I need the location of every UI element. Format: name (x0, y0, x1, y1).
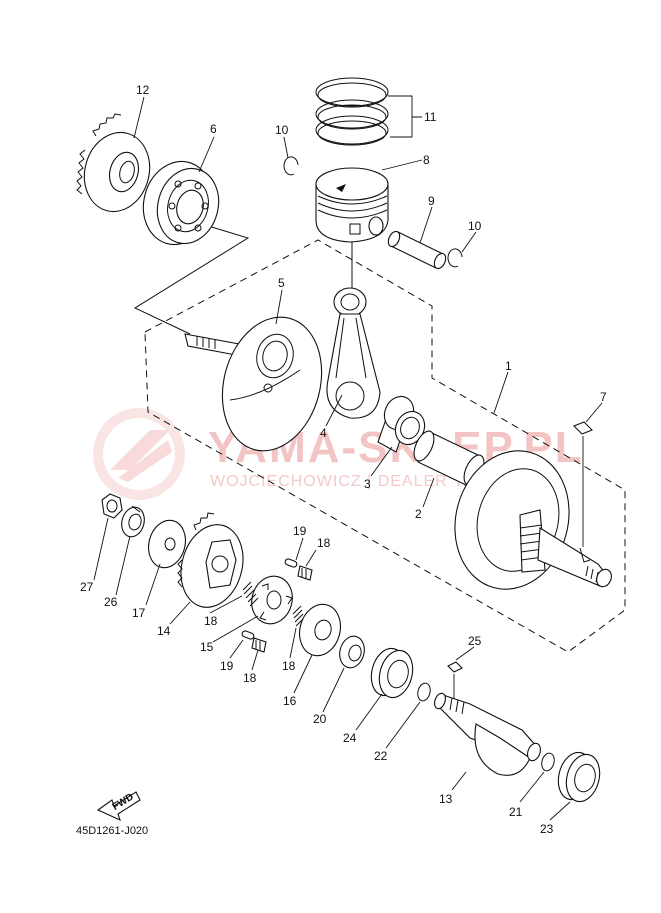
callout-8: 8 (423, 153, 430, 167)
callout-13: 13 (439, 792, 453, 806)
part-18-spring-b (297, 565, 313, 581)
part-16-thrust-washer (298, 603, 342, 657)
part-19-pin-a (284, 558, 298, 568)
part-1-crankshaft-assembly (454, 450, 612, 590)
fwd-arrow-icon: FWD (96, 791, 141, 822)
callout-1: 1 (505, 359, 512, 373)
callout-11: 11 (424, 110, 437, 124)
callout-12: 12 (136, 83, 150, 97)
callout-17: 17 (132, 606, 146, 620)
part-20-spacer (339, 635, 365, 669)
watermark-logo (93, 408, 185, 500)
part-27-nut (101, 493, 123, 519)
callout-6: 6 (210, 122, 217, 136)
callout-2: 2 (415, 507, 422, 521)
callout-24: 24 (343, 731, 357, 745)
part-18-spring-d (292, 605, 305, 627)
callout-15: 15 (200, 640, 214, 654)
part-14-primary-drive-gear (177, 512, 244, 608)
callout-22: 22 (374, 749, 388, 763)
callout-10-upper: 10 (275, 123, 289, 137)
part-18-spring-a (242, 581, 259, 607)
part-code: 45D1261-J020 (76, 825, 148, 837)
part-25-key (447, 661, 463, 673)
part-24-bearing (370, 647, 414, 699)
part-23-bearing (557, 751, 601, 803)
callout-9: 9 (428, 194, 435, 208)
callout-26: 26 (104, 595, 118, 609)
callout-18-left: 18 (204, 614, 218, 628)
part-12-gear (76, 113, 151, 213)
callout-labels: 12 6 10 11 8 9 10 5 1 7 4 3 2 19 18 27 2… (80, 83, 607, 836)
part-10-circlip-upper (283, 156, 299, 176)
callout-18-upper: 18 (317, 536, 331, 550)
part-22-o-ring (417, 682, 431, 702)
part-5-crank-web (184, 316, 323, 452)
part-18-spring-c (251, 637, 267, 653)
callout-14: 14 (157, 624, 171, 638)
part-9-piston-pin (387, 230, 447, 270)
part-15-gear-hub (251, 575, 293, 625)
callout-10-lower: 10 (468, 219, 482, 233)
callout-3: 3 (364, 477, 371, 491)
leader-lines (93, 95, 603, 821)
callout-16: 16 (283, 694, 297, 708)
part-13-balancer-shaft (434, 692, 541, 776)
callout-20: 20 (313, 712, 327, 726)
part-7-woodruff-key (573, 421, 593, 435)
callout-18-right: 18 (282, 659, 296, 673)
callout-27: 27 (80, 580, 94, 594)
part-3-needle-bearing (377, 395, 426, 453)
part-10-circlip-lower (447, 248, 463, 268)
part-26-lock-washer (121, 505, 145, 538)
callout-18-lower: 18 (243, 671, 257, 685)
callout-19-lower: 19 (220, 659, 234, 673)
assembly-guide-line (133, 224, 250, 335)
part-21-o-ring (541, 752, 555, 772)
part-19-pin-b (241, 630, 255, 640)
part-17-plate-washer (147, 519, 187, 569)
callout-4: 4 (320, 426, 327, 440)
callout-21: 21 (509, 805, 523, 819)
watermark-tagline: WOJCIECHOWICZ | DEALER YAMAHA (210, 473, 525, 490)
callout-25: 25 (468, 634, 482, 648)
part-11-piston-rings (315, 77, 389, 146)
part-6-bearing (142, 160, 220, 246)
part-8-piston (315, 167, 389, 243)
callout-5: 5 (278, 276, 285, 290)
callout-19-upper: 19 (293, 524, 307, 538)
callout-23: 23 (540, 822, 554, 836)
callout-7: 7 (600, 390, 607, 404)
part-4-connecting-rod (326, 287, 381, 419)
